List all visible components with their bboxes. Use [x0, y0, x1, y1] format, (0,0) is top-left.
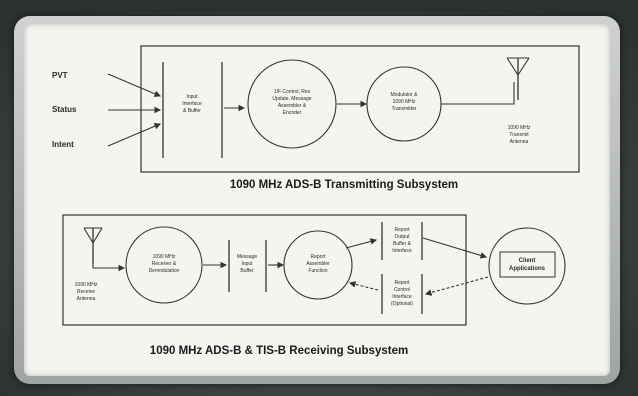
svg-text:1/F Control, Rev: 1/F Control, Rev — [274, 89, 311, 95]
svg-text:Report: Report — [394, 227, 410, 233]
svg-text:Report: Report — [310, 254, 326, 260]
svg-text:Applications: Applications — [509, 266, 546, 272]
svg-text:Function: Function — [308, 268, 327, 274]
arrow-antenna-to-receiver — [92, 262, 126, 272]
transmit-caption: 1090 MHz ADS-B Transmitting Subsystem — [230, 179, 458, 191]
svg-text:Control: Control — [394, 287, 410, 293]
report-assembler: Report Assembler Function — [283, 230, 353, 300]
svg-text:Encoder: Encoder — [283, 110, 302, 116]
receive-antenna-icon — [83, 227, 103, 264]
svg-text:Assembler &: Assembler & — [278, 103, 307, 109]
message-assembler-encoder: 1/F Control, Rev Update, Message Assembl… — [247, 59, 337, 149]
svg-text:(Optional): (Optional) — [391, 301, 413, 307]
client-applications: Client Applications — [488, 227, 566, 305]
receive-subsystem-box — [62, 214, 467, 326]
svg-text:Interface: Interface — [392, 294, 412, 300]
receive-caption: 1090 MHz ADS-B & TIS-B Receiving Subsyst… — [150, 345, 408, 357]
input-interface-buffer: Input Interface & Buffer — [162, 62, 223, 158]
svg-text:& Buffer: & Buffer — [183, 108, 201, 114]
svg-text:Demodulation: Demodulation — [149, 268, 180, 274]
svg-text:Output: Output — [394, 234, 410, 240]
arrow-output-to-client — [422, 237, 488, 259]
svg-text:Transmit: Transmit — [509, 132, 529, 138]
svg-text:Receiver &: Receiver & — [152, 261, 177, 267]
pvt-arrow — [107, 73, 162, 97]
transmit-antenna-label: 1090 MHz Transmit Antenna — [508, 125, 531, 145]
svg-text:Input: Input — [241, 261, 253, 267]
svg-text:Update, Message: Update, Message — [272, 96, 311, 102]
transmit-subsystem-box — [140, 45, 580, 173]
svg-text:Modulator &: Modulator & — [391, 92, 419, 98]
svg-text:Interface: Interface — [392, 248, 412, 254]
receive-antenna-label: 1090 MHz Receive Antenna — [75, 282, 98, 302]
svg-text:1090 MHz: 1090 MHz — [393, 99, 416, 105]
svg-text:Receive: Receive — [77, 289, 95, 295]
svg-text:Transmitter: Transmitter — [391, 106, 416, 112]
arrow-report-to-output — [345, 238, 378, 249]
arrow-control-to-report — [348, 281, 379, 291]
svg-text:1090 MHz: 1090 MHz — [153, 254, 176, 260]
svg-text:Antenna: Antenna — [510, 139, 529, 145]
svg-text:Assembler: Assembler — [306, 261, 330, 267]
input-label-status: Status — [52, 105, 77, 114]
intent-arrow — [107, 123, 162, 147]
svg-text:Buffer &: Buffer & — [393, 241, 412, 247]
svg-text:1090 MHz: 1090 MHz — [508, 125, 531, 131]
svg-text:Input: Input — [186, 94, 198, 100]
svg-text:Message: Message — [237, 254, 258, 260]
report-output-buffer: Report Output Buffer & Interface — [381, 222, 423, 260]
message-input-buffer: Message Input Buffer — [228, 240, 267, 292]
input-label-pvt: PVT — [52, 71, 68, 80]
svg-text:Report: Report — [394, 280, 410, 286]
svg-text:Client: Client — [519, 258, 536, 264]
svg-text:Interface: Interface — [182, 101, 202, 107]
arrow-to-transmit-antenna — [441, 82, 515, 105]
input-label-intent: Intent — [52, 140, 74, 149]
top-banner — [0, 0, 638, 12]
diagram-paper — [24, 24, 610, 376]
svg-text:1090 MHz: 1090 MHz — [75, 282, 98, 288]
report-control-interface: Report Control Interface (Optional) — [381, 274, 423, 314]
arrow-client-to-control — [424, 276, 489, 296]
receiver-demodulation: 1090 MHz Receiver & Demodulation — [125, 226, 203, 304]
modulator-transmitter: Modulator & 1090 MHz Transmitter — [366, 66, 442, 142]
svg-text:Antenna: Antenna — [77, 296, 96, 302]
transmit-antenna-icon — [506, 57, 530, 100]
svg-text:Buffer: Buffer — [240, 268, 254, 274]
